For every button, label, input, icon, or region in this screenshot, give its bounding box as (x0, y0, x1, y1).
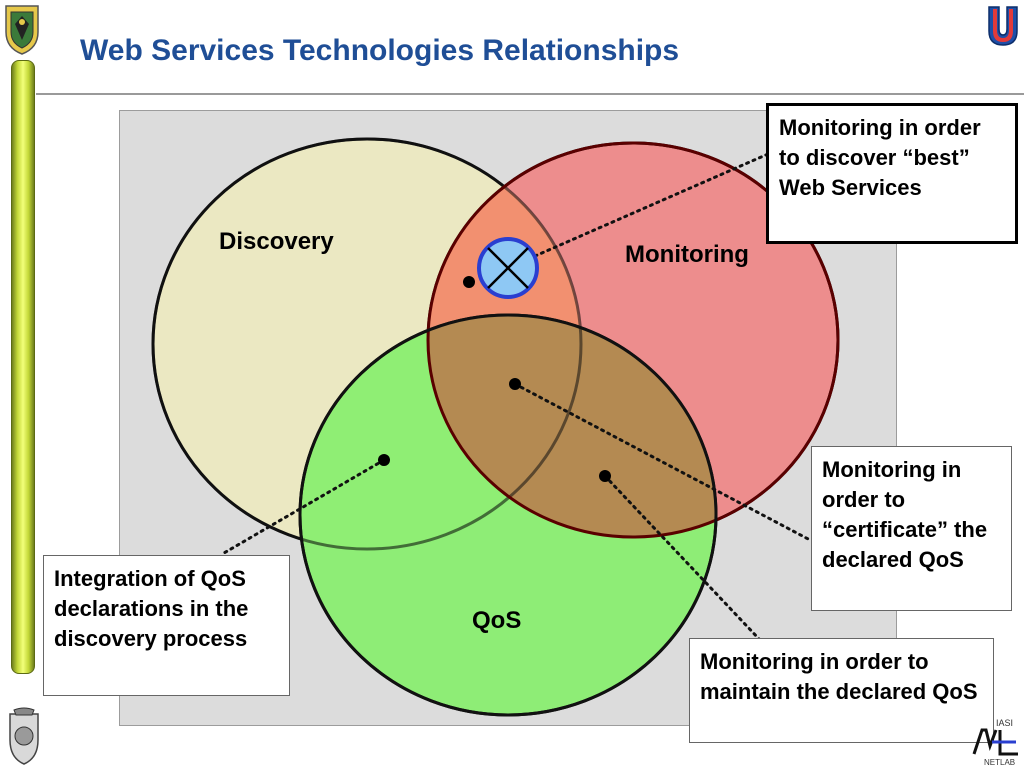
emblem-icon (9, 707, 39, 765)
callout-maintain-qos: Monitoring in order to maintain the decl… (689, 638, 994, 743)
leader-line-best-ws (533, 152, 770, 258)
lab-text: NETLAB (984, 758, 1015, 766)
qos-label: QoS (472, 607, 522, 634)
page-title: Web Services Technologies Relationships (80, 34, 680, 67)
point-marker (599, 470, 611, 482)
point-marker (509, 378, 521, 390)
title-divider (36, 93, 1024, 95)
u-logo-icon (988, 6, 1018, 46)
monitoring-label: Monitoring (625, 241, 749, 268)
side-decorative-bar (11, 60, 35, 674)
discovery-label: Discovery (219, 228, 334, 255)
university-crest-icon (5, 5, 39, 55)
point-marker (378, 454, 390, 466)
crossed-circle-icon (477, 237, 539, 299)
callout-integration-qos: Integration of QoS declarations in the d… (43, 555, 290, 696)
leader-line-integration (222, 458, 386, 555)
institution-text: IASI (996, 718, 1013, 728)
callout-certificate-qos: Monitoring in order to “certificate” the… (811, 446, 1012, 611)
leader-line-maintain (603, 474, 762, 642)
point-marker (463, 276, 475, 288)
netlab-logo-icon: IASI NETLAB (972, 718, 1018, 766)
callout-best-web-services: Monitoring in order to discover “best” W… (766, 103, 1018, 244)
leader-line-certificate (513, 382, 812, 542)
